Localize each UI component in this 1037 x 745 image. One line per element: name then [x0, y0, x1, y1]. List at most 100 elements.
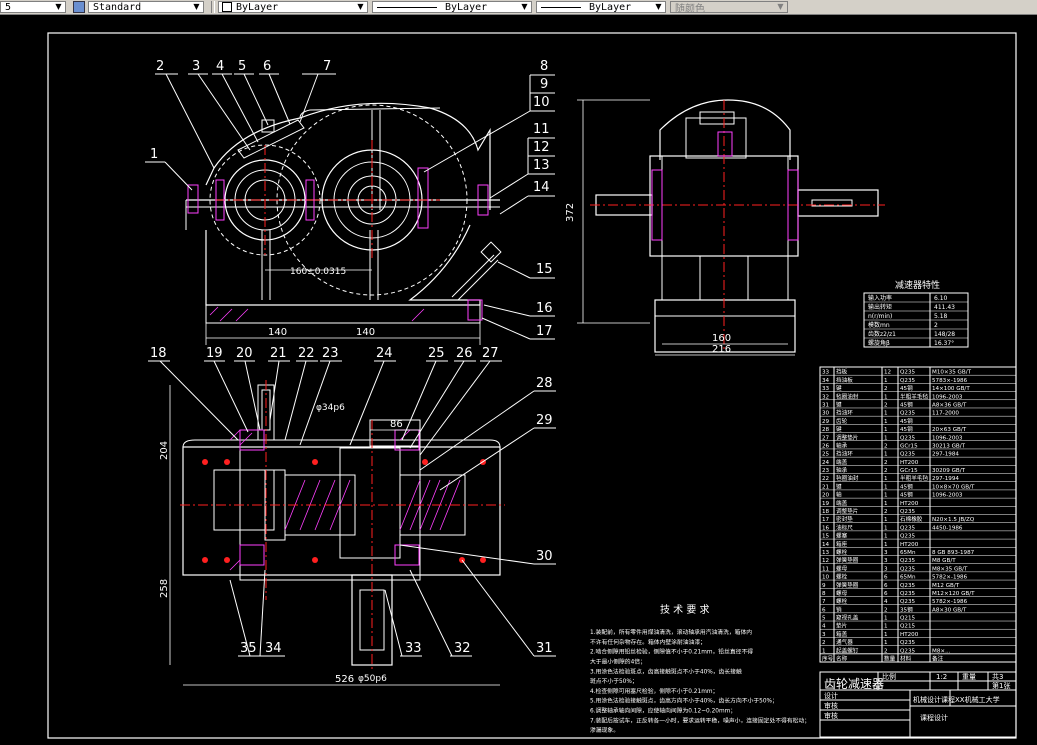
bom-cell: 起盖螺钉	[836, 646, 859, 654]
course-label: 机械设计课程	[913, 695, 955, 704]
bom-header-cell: 数量	[884, 655, 896, 663]
bom-cell: 2	[822, 640, 826, 646]
svg-text:20: 20	[236, 346, 253, 361]
balloon-3: 3	[188, 59, 251, 151]
tech-req-title: 技 术 要 求	[660, 603, 710, 616]
sheet-number: 第1张	[992, 681, 1010, 690]
char-row-value: 2	[934, 322, 938, 329]
bom-cell: 45钢	[900, 384, 913, 392]
bom-cell: 297-1994	[932, 476, 959, 482]
svg-text:17: 17	[536, 324, 553, 339]
svg-text:23: 23	[322, 346, 339, 361]
bom-cell: Q235	[900, 648, 916, 654]
tech-req-line: 4.检查侧隙可用塞尺检验，侧隙不小于0.21mm；	[590, 687, 718, 695]
top-section-view: 204 258 526 86 φ34p6 φ50p6	[159, 380, 505, 686]
bom-cell: Q235	[900, 370, 916, 376]
svg-text:25: 25	[428, 346, 445, 361]
dimstyle-combo[interactable]: 5 ▼	[0, 1, 66, 13]
bom-cell: 6	[884, 591, 888, 597]
layer-combo[interactable]: ByLayer ▼	[218, 1, 368, 13]
tech-req-line: 1.装配前，所有零件用煤油清洗，滚动轴承用汽油清洗，箱体内	[590, 628, 752, 636]
bom-cell: 轴承	[836, 466, 848, 474]
balloon-5: 5	[234, 59, 269, 126]
bom-cell: HT200	[900, 632, 919, 638]
balloon-11: 11	[533, 122, 550, 137]
svg-text:9: 9	[540, 77, 548, 92]
bom-cell: 石棉橡胶	[900, 515, 923, 523]
scale-label: 比例	[882, 672, 896, 681]
bom-cell: 2	[884, 607, 888, 613]
bom-cell: 1	[884, 517, 888, 523]
bom-cell: 4	[884, 599, 888, 605]
bom-header-cell: 名称	[836, 655, 848, 663]
char-row-label: 模数mn	[868, 321, 890, 329]
bom-cell: 垫片	[836, 622, 848, 630]
lineweight-combo[interactable]: ByLayer ▼	[536, 1, 666, 13]
dim-base-right: 140	[356, 327, 375, 338]
bom-cell: 3	[884, 566, 888, 572]
svg-text:24: 24	[376, 346, 393, 361]
text-style-combo[interactable]: Standard ▼	[88, 1, 204, 13]
tech-req-line: 3.用涂色法检验斑点，齿高接触斑点不小于40%，齿长接触	[590, 667, 742, 675]
bom-cell: 螺栓	[836, 548, 848, 556]
bom-cell: Q235	[900, 411, 916, 417]
bom-cell: 45钢	[900, 482, 913, 490]
balloon-9: 9	[540, 77, 548, 92]
bom-cell: 15	[822, 534, 830, 540]
tech-req-line: 7.装配后按试车，正反转各一小时，要求运转平稳，噪声小，连接固定处不得有松动；	[590, 716, 810, 724]
bom-cell: 33	[822, 370, 830, 376]
bom-cell: 34	[822, 378, 830, 384]
dim-height-372: 372	[565, 203, 576, 222]
text-style-icon[interactable]	[73, 1, 85, 13]
bom-cell: 23	[822, 468, 830, 474]
drawing-canvas[interactable]: 160±0.0315 140 140 2 3 4 5 6 7 1 8 9 10 …	[0, 15, 1037, 741]
balloon-2: 2	[155, 59, 215, 169]
bom-cell: 1	[884, 476, 888, 482]
bom-cell: 45钢	[900, 491, 913, 499]
bom-cell: Q235	[900, 525, 916, 531]
bom-cell: Q235	[900, 378, 916, 384]
bom-cell: 32	[822, 394, 829, 400]
sheet-total: 共3	[992, 672, 1003, 681]
bom-cell: 6	[884, 583, 888, 589]
layer-color-icon	[222, 2, 232, 12]
bom-cell: A8×30 GB/T	[932, 607, 967, 613]
bom-cell: 24	[822, 460, 830, 466]
bom-cell: M8×35 GB/T	[932, 566, 968, 572]
svg-text:11: 11	[533, 122, 550, 137]
bom-cell: 22	[822, 476, 829, 482]
bom-cell: GCr15	[900, 468, 918, 474]
bom-cell: 45钢	[900, 400, 913, 408]
bom-cell: 箱座	[836, 540, 848, 548]
bom-cell: Q235	[900, 452, 916, 458]
bom-cell: 1	[884, 624, 888, 630]
side-view: 372 160 216	[565, 99, 885, 356]
bom-cell: 1096-2003	[932, 493, 963, 499]
svg-text:6: 6	[263, 59, 271, 74]
bom-cell: 1	[884, 452, 888, 458]
bom-cell: 14×100 GB/T	[932, 386, 970, 392]
dim-86: 86	[390, 419, 403, 430]
bom-header-cell: 备注	[932, 655, 944, 663]
bom-cell: 10×8×70 GB/T	[932, 484, 975, 490]
bom-cell: A8×36 GB/T	[932, 402, 967, 408]
chevron-down-icon: ▼	[55, 2, 62, 11]
drawing-svg: 160±0.0315 140 140 2 3 4 5 6 7 1 8 9 10 …	[47, 32, 1017, 739]
bom-cell: 螺栓	[836, 597, 848, 605]
plotstyle-combo[interactable]: 随颜色 ▼	[670, 1, 788, 13]
bom-cell: 1	[884, 534, 888, 540]
bom-cell: 297-1984	[932, 452, 959, 458]
linetype-sample	[377, 6, 437, 8]
bom-cell: 25	[822, 452, 830, 458]
balloon-1: 1	[145, 147, 193, 191]
bom-cell: 35钢	[900, 605, 913, 613]
scale-value: 1:2	[936, 673, 947, 681]
linetype-combo[interactable]: ByLayer ▼	[372, 1, 532, 13]
bom-cell: 1	[884, 484, 888, 490]
bom-cell: M8 GB/T	[932, 558, 956, 564]
bom-cell: 10	[822, 575, 830, 581]
bom-cell: 4450-1986	[932, 525, 963, 531]
chevron-down-icon: ▼	[357, 2, 364, 11]
dim-center-distance: 160±0.0315	[290, 267, 346, 277]
bom-cell: 2	[884, 402, 888, 408]
